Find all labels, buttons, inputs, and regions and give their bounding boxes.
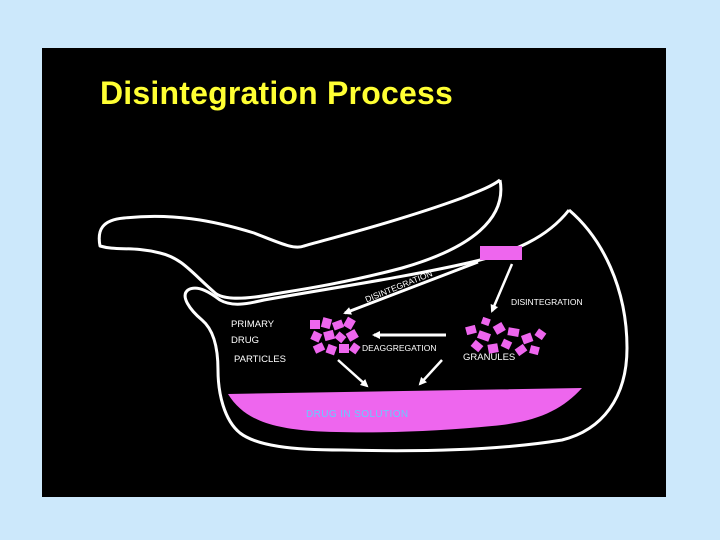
primary-particles-cluster (310, 317, 361, 356)
tablet-shape (480, 246, 522, 260)
stomach-outline (99, 180, 501, 298)
label-primary-line3: PARTICLES (234, 355, 286, 365)
granules-cluster (465, 317, 546, 356)
label-deaggregation: DEAGGREGATION (362, 344, 436, 353)
label-primary-line1: PRIMARY (231, 320, 274, 330)
disintegration-diagram (42, 48, 666, 497)
slide-panel: Disintegration Process (42, 48, 666, 497)
label-primary-line2: DRUG (231, 336, 259, 346)
arrow-granules-to-solution (420, 360, 442, 384)
label-drug-in-solution: DRUG IN SOLUTION (306, 410, 409, 420)
arrow-particles-to-solution (338, 360, 367, 386)
arrow-disintegration-left (345, 262, 478, 313)
label-disintegration-right: DISINTEGRATION (511, 298, 583, 307)
arrow-disintegration-right (492, 264, 512, 311)
label-granules: GRANULES (463, 353, 515, 363)
